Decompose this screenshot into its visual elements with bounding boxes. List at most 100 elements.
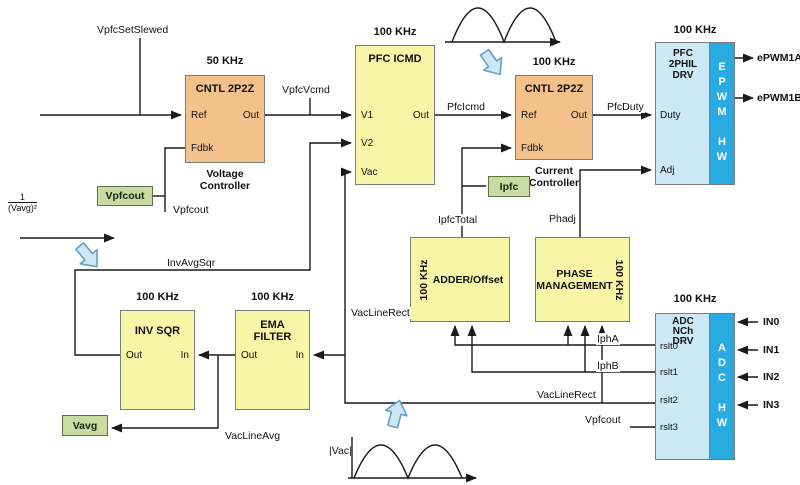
caption-line: Current <box>535 165 573 177</box>
rate-label-pfc-icmd: 100 KHz <box>373 26 417 38</box>
current-controller-caption: Current Controller <box>498 165 610 189</box>
wire-ipfctotal <box>461 143 513 237</box>
port-out: Out <box>412 110 429 121</box>
adc-driver-block: ADC NCh DRV rslt0 rslt1 rslt2 rslt3 ADC … <box>655 313 735 460</box>
caption-line: Controller <box>528 177 580 189</box>
vpfcout-badge: Vpfcout <box>97 186 153 206</box>
title-line: FILTER <box>253 331 292 343</box>
flow-arrow-icon <box>384 399 408 429</box>
signal-label-iphb: IphB <box>596 360 620 372</box>
port-duty: Duty <box>660 110 681 121</box>
rate-label-current-controller: 100 KHz <box>532 56 576 68</box>
signal-label-epwm1a: ePWM1A <box>756 52 800 64</box>
port-out: Out <box>241 350 258 361</box>
flow-arrow-icon <box>479 48 503 76</box>
title-line: DRV <box>672 70 694 81</box>
port-in: In <box>180 350 189 361</box>
block-title: INV SQR <box>134 325 181 337</box>
rate-label-pwm-drv: 100 KHz <box>673 24 717 36</box>
rate-label-adder: 100 KHz <box>418 259 430 301</box>
adder-offset-block: 100 KHz ADDER/Offset <box>410 237 510 322</box>
block-title: ADC NCh DRV <box>656 317 710 347</box>
sine-wave-bottom-icon <box>348 437 478 483</box>
wire-vaclineavg <box>110 355 219 433</box>
port-adj: Adj <box>660 165 675 176</box>
voltage-controller-caption: Voltage Controller <box>170 168 280 192</box>
wire-phadj <box>579 165 653 237</box>
port-fdbk: Fdbk <box>521 143 544 154</box>
signal-label-in1: IN1 <box>762 344 781 356</box>
title-line: PHASE <box>556 267 593 280</box>
block-title: ADDER/Offset <box>432 273 504 286</box>
signal-label-vpfcsetslewed: VpfcSetSlewed <box>96 24 170 36</box>
signal-label-pfcicmd: PfcIcmd <box>446 101 486 113</box>
wire-voltage-fdbk <box>164 147 185 212</box>
block-title: PFC ICMD <box>368 53 422 65</box>
rate-label-phase: 100 KHz <box>613 259 625 301</box>
port-out: Out <box>126 350 143 361</box>
port-ref: Ref <box>521 110 537 121</box>
port-rslt3: rslt3 <box>660 422 678 433</box>
ema-filter-block: EMA FILTER Out In <box>235 310 310 410</box>
inv-avg-squared-formula: 1 (Vavg)² <box>8 192 37 213</box>
block-title: PFC 2PHIL DRV <box>656 48 710 81</box>
port-vac: Vac <box>361 167 378 178</box>
rate-label-adc-drv: 100 KHz <box>673 293 717 305</box>
pfc-icmd-block: PFC ICMD V1 V2 Vac Out <box>355 45 435 185</box>
port-rslt0: rslt0 <box>660 341 678 352</box>
title-line: MANAGEMENT <box>536 279 613 292</box>
port-out: Out <box>570 110 587 121</box>
signal-label-vaclineavg: VacLineAvg <box>224 430 282 442</box>
rate-label-inv-sqr: 100 KHz <box>136 291 179 303</box>
rate-label-voltage-controller: 50 KHz <box>206 55 244 67</box>
signal-label-phadj: Phadj <box>548 213 577 225</box>
port-in: In <box>295 350 304 361</box>
phase-management-block: 100 KHz PHASE MANAGEMENT <box>535 237 630 322</box>
signal-label-vpfcout-adc: Vpfcout <box>584 414 622 426</box>
signal-label-vpfcout-fdbk: Vpfcout <box>172 204 210 216</box>
epwm-hw-block: EPWM HW <box>709 43 734 184</box>
wire-ipha <box>450 324 655 346</box>
voltage-controller-block: CNTL 2P2Z Ref Out Fdbk <box>185 75 265 163</box>
current-controller-block: CNTL 2P2Z Ref Out Fdbk <box>515 75 593 160</box>
pwm-driver-block: PFC 2PHIL DRV Duty Adj EPWM HW <box>655 42 735 185</box>
signal-label-in3: IN3 <box>762 399 781 411</box>
port-fdbk: Fdbk <box>191 143 214 154</box>
port-ref: Ref <box>191 110 207 121</box>
title-line: 2PHIL <box>668 59 698 70</box>
port-v2: V2 <box>361 138 374 149</box>
port-out: Out <box>242 110 259 121</box>
signal-label-vac-abs: |Vac| <box>329 445 352 457</box>
port-rslt1: rslt1 <box>660 367 678 378</box>
block-title: CNTL 2P2Z <box>195 83 255 95</box>
port-rslt2: rslt2 <box>660 395 678 406</box>
formula-denominator: (Vavg)² <box>8 203 37 213</box>
signal-label-vaclinerect-mid: VacLineRect <box>350 307 411 319</box>
sine-wave-top-icon <box>445 7 562 47</box>
signal-label-vaclinerect-adc: VacLineRect <box>536 389 597 401</box>
block-title: EMA FILTER <box>236 319 309 343</box>
signal-label-ipfctotal: IpfcTotal <box>437 214 479 226</box>
signal-label-epwm1b: ePWM1B <box>756 92 800 104</box>
port-v1: V1 <box>361 110 374 121</box>
adc-hw-block: ADC HW <box>709 314 734 459</box>
title-line: PFC <box>673 48 693 59</box>
rate-label-ema-filter: 100 KHz <box>251 291 294 303</box>
signal-label-ipha: IphA <box>596 333 620 345</box>
signal-label-in2: IN2 <box>762 371 781 383</box>
title-line: DRV <box>672 336 694 347</box>
caption-line: Voltage <box>206 168 244 180</box>
vavg-badge: Vavg <box>62 415 108 436</box>
flow-arrow-icon <box>75 242 98 268</box>
formula-numerator: 1 <box>8 192 37 203</box>
title-line: EMA <box>260 319 285 331</box>
wire-iphb <box>467 324 655 373</box>
title-line: ADC <box>672 316 694 327</box>
wire-vaclinerect <box>340 167 655 404</box>
block-title: PHASE MANAGEMENT <box>536 268 612 292</box>
wire-invavgsqr <box>74 138 353 356</box>
caption-line: Controller <box>199 180 251 192</box>
signal-label-in0: IN0 <box>762 316 781 328</box>
block-title: CNTL 2P2Z <box>524 83 584 95</box>
